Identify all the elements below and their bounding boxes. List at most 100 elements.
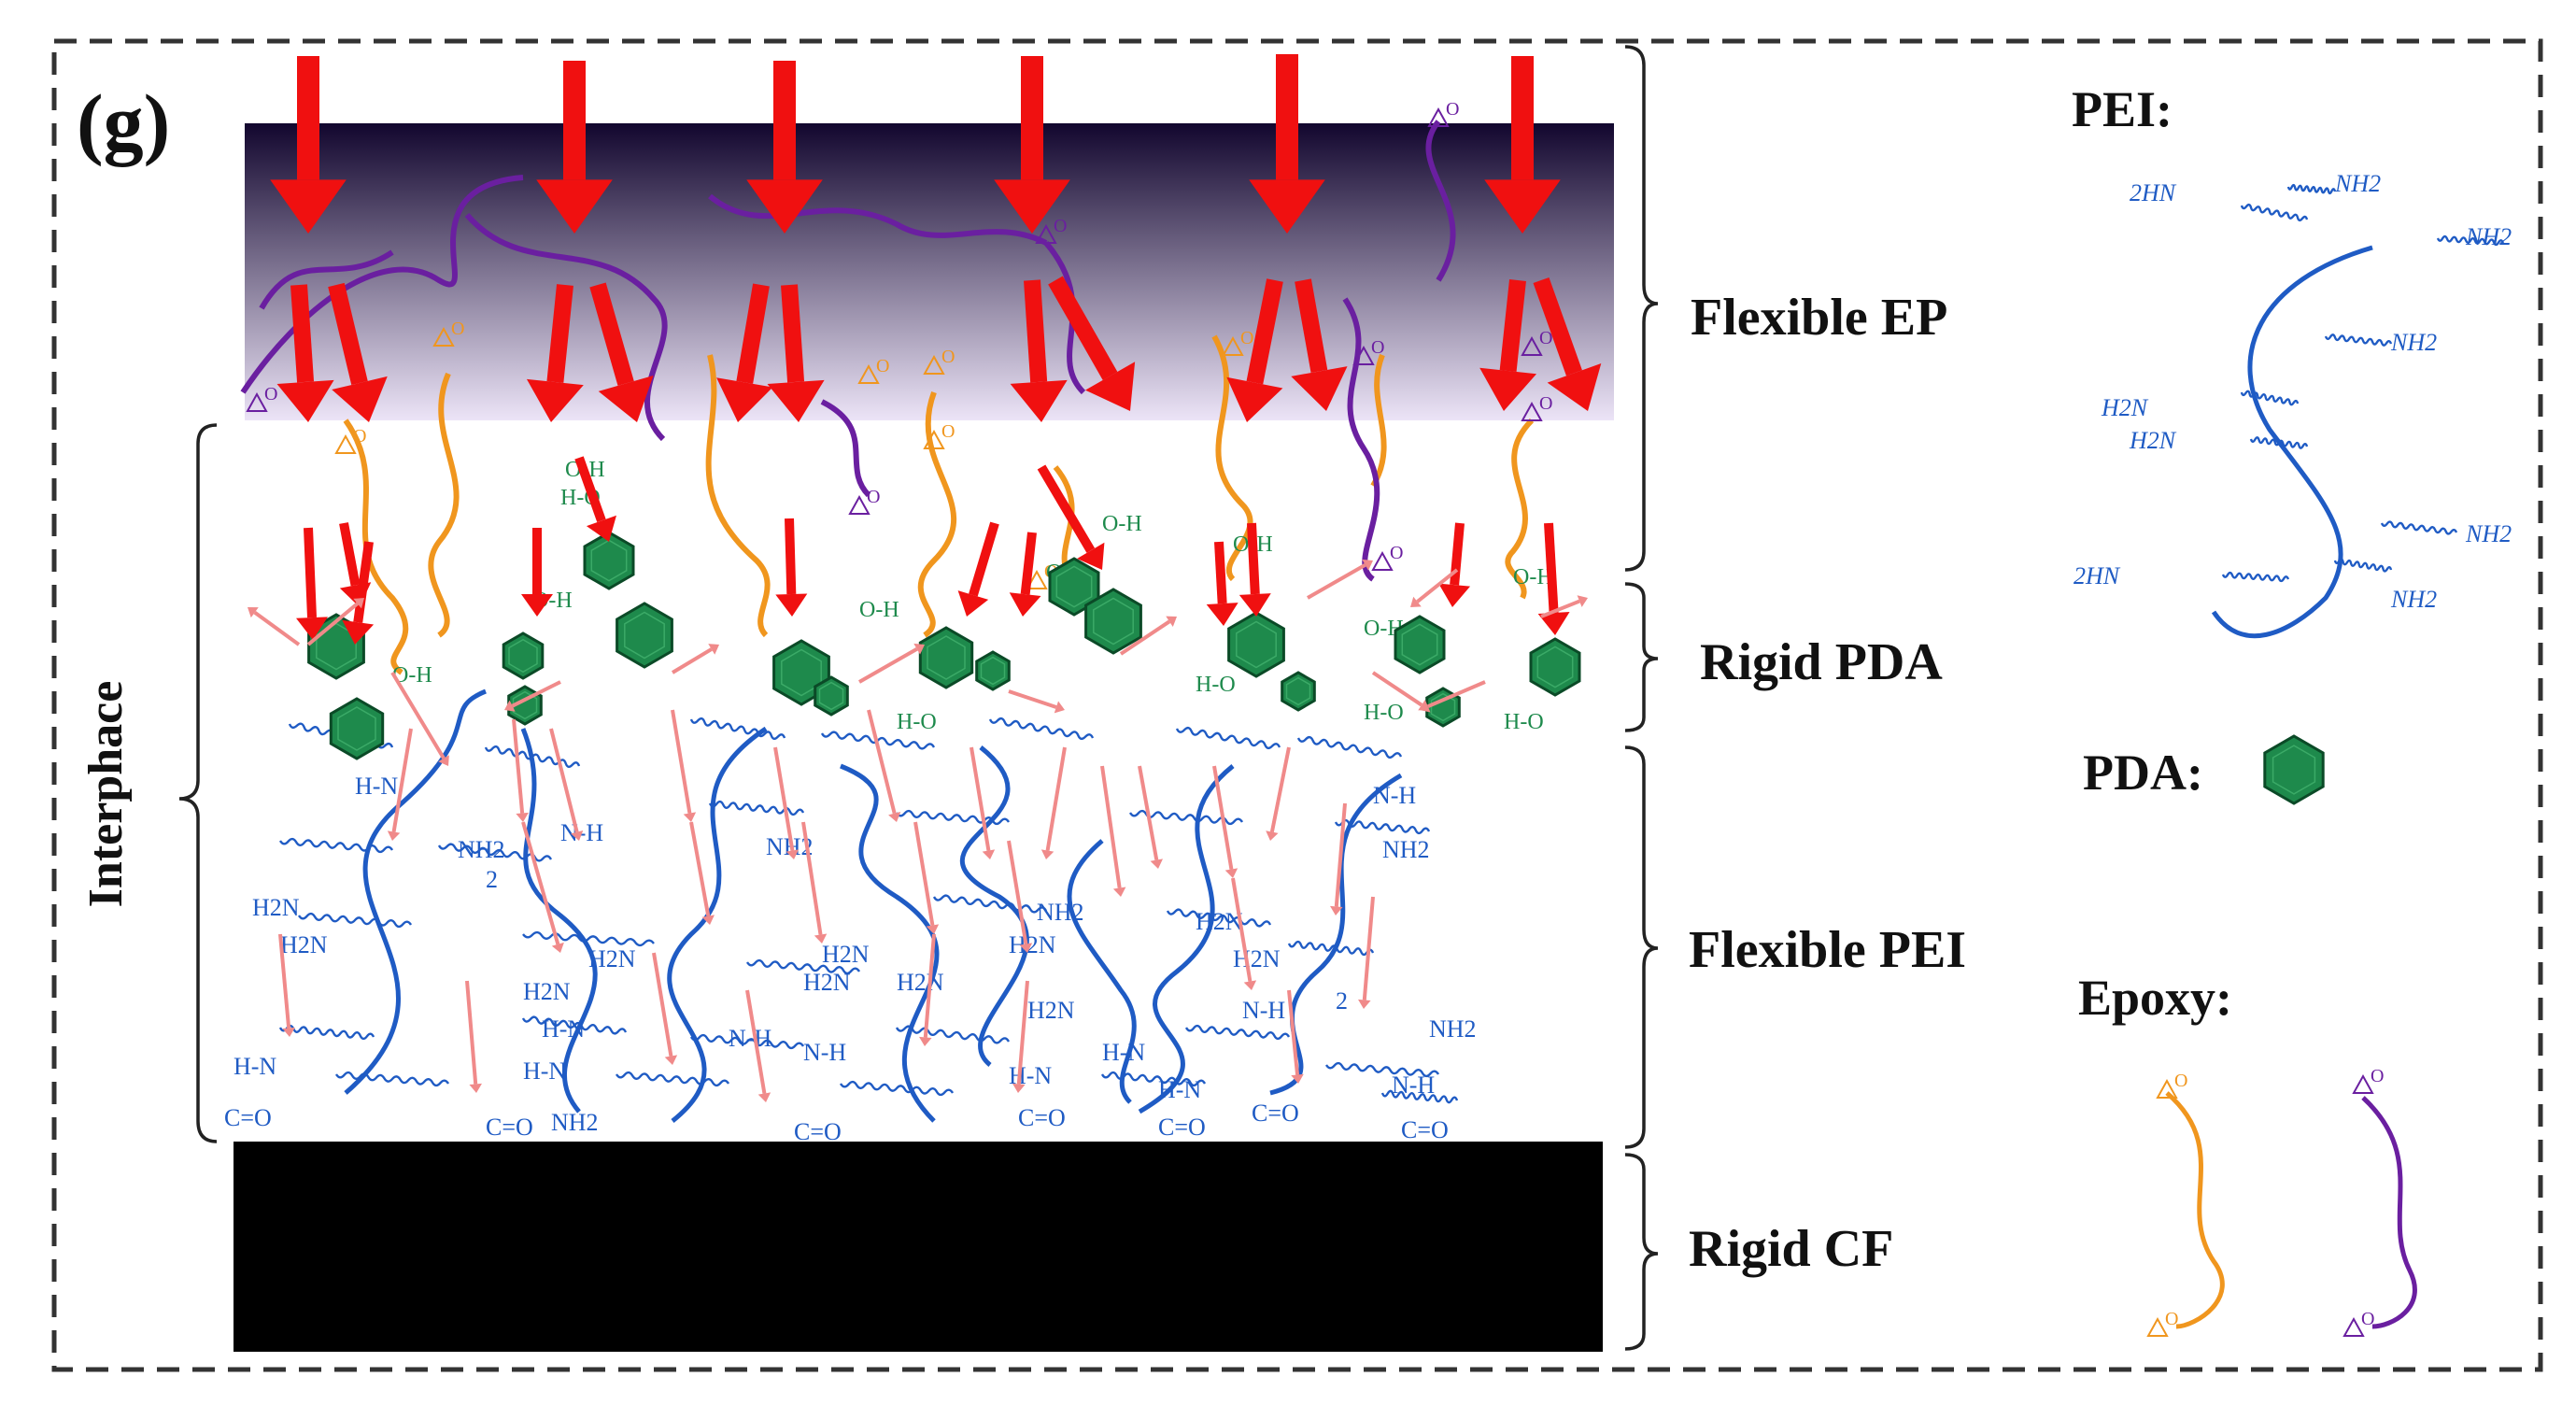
pda-hexagon-13-inner bbox=[1236, 620, 1277, 669]
force-arrow-light-16 bbox=[970, 746, 996, 859]
pda-hexagon-15 bbox=[1394, 615, 1446, 674]
pda-hexagon-17-inner bbox=[1536, 646, 1574, 688]
pei-side-chain-20 bbox=[278, 1024, 375, 1041]
chem-label-5: 2 bbox=[486, 866, 498, 893]
chem-label-23: NH2 bbox=[1429, 1015, 1477, 1043]
brace-interphase bbox=[178, 423, 218, 1143]
epoxide-ring-9: O bbox=[246, 384, 277, 412]
label-interphase: Interphace bbox=[79, 681, 133, 908]
epoxide-ring-12-o: O bbox=[1539, 393, 1552, 414]
epoxide-ring-8: O bbox=[1035, 216, 1067, 244]
pda-hexagon-13 bbox=[1227, 611, 1285, 678]
legend-pei-group-1: 2HN bbox=[2130, 179, 2177, 206]
force-arrow-light-8 bbox=[671, 709, 697, 822]
legend-pei-group-7: NH2 bbox=[2465, 520, 2512, 547]
chem-label-32: C=O bbox=[1401, 1116, 1449, 1143]
epoxy-orange-chain-8 bbox=[1370, 353, 1387, 488]
epoxide-ring-9-o: O bbox=[264, 384, 277, 404]
chem-label-38: H-N bbox=[355, 773, 398, 800]
chem-label-9: NH2 bbox=[1037, 899, 1084, 926]
pei-side-chain-3 bbox=[689, 717, 786, 740]
pei-side-chain-6 bbox=[1175, 726, 1281, 750]
pei-side-chain-7 bbox=[1296, 735, 1403, 759]
force-arrow-strong-28 bbox=[1206, 541, 1238, 626]
force-arrow-strong-16 bbox=[1291, 278, 1348, 411]
force-arrow-light-7 bbox=[549, 728, 584, 841]
force-arrow-strong-30 bbox=[1537, 522, 1570, 635]
force-arrow-strong-25 bbox=[1037, 464, 1105, 570]
chem-label-12: NH2 bbox=[1382, 836, 1430, 863]
legend-pei-group-4: NH2 bbox=[2390, 329, 2437, 356]
epoxy-purple-chain-6 bbox=[1342, 297, 1380, 582]
chem-label-16: H-N bbox=[542, 1015, 585, 1043]
pei-side-chain-27 bbox=[615, 1071, 730, 1087]
pei-side-chain-30 bbox=[1380, 1089, 1459, 1104]
legend-pei-side-5 bbox=[2240, 390, 2300, 406]
force-arrow-light-39 bbox=[1008, 689, 1065, 714]
epoxide-ring-15-o: O bbox=[1390, 543, 1403, 563]
force-arrow-strong-9 bbox=[526, 284, 584, 422]
brace-rigid-pda bbox=[1624, 582, 1659, 732]
legend-epoxide-purple-top-o: O bbox=[2371, 1066, 2384, 1086]
force-arrow-strong-24 bbox=[775, 518, 808, 617]
force-arrow-light-2 bbox=[306, 598, 364, 646]
epoxy-orange-chain-1 bbox=[343, 419, 409, 675]
panel-label: (g) bbox=[77, 78, 170, 167]
pda-hexagon-16-inner bbox=[1430, 692, 1456, 722]
force-arrow-light-13 bbox=[867, 709, 901, 822]
chem-label-13: H2N bbox=[1233, 945, 1281, 972]
force-arrow-strong-3 bbox=[746, 61, 823, 234]
pei-side-chain-23 bbox=[895, 1025, 1011, 1044]
pei-side-chain-10 bbox=[708, 800, 805, 816]
pda-hexagon-14-inner bbox=[1285, 676, 1311, 706]
epoxy-chain-group: OOOOOOOOOOOOOOO bbox=[240, 99, 1552, 675]
force-arrow-light-4 bbox=[387, 728, 413, 841]
force-arrow-strong-15 bbox=[1226, 278, 1283, 422]
pei-backbone-6 bbox=[1138, 764, 1235, 1114]
pei-side-chain-22 bbox=[689, 1033, 805, 1050]
force-arrow-light-28 bbox=[278, 933, 295, 1037]
force-arrow-strong-10 bbox=[589, 282, 654, 422]
pda-hexagon-17 bbox=[1529, 637, 1581, 697]
pei-side-chain-29 bbox=[1100, 1071, 1207, 1087]
force-arrow-light-34 bbox=[858, 643, 925, 684]
pda-hexagon-5 bbox=[616, 602, 673, 669]
chem-label-30: H-N bbox=[1158, 1076, 1201, 1103]
legend-epoxy-purple bbox=[2361, 1096, 2417, 1329]
force-arrow-light-20 bbox=[1138, 765, 1163, 869]
force-arrow-strong-7 bbox=[276, 284, 334, 422]
pda-hexagon-12 bbox=[1084, 588, 1142, 655]
pei-backbone-8 bbox=[1067, 839, 1137, 1104]
epoxide-ring-6: O bbox=[1352, 337, 1384, 365]
pei-side-chain-8 bbox=[278, 837, 394, 854]
legend-pda-title: PDA: bbox=[2083, 745, 2203, 801]
epoxide-ring-5-o: O bbox=[1240, 328, 1253, 348]
epoxide-ring-4: O bbox=[923, 347, 955, 375]
pda-hexagon-11-inner bbox=[1055, 565, 1093, 608]
pda-hexagon-4 bbox=[583, 531, 635, 590]
epoxy-orange-chain-3 bbox=[705, 354, 771, 638]
epoxide-ring-6-o: O bbox=[1371, 337, 1384, 358]
pda-hexagon-2 bbox=[329, 697, 385, 760]
pei-side-chain-15 bbox=[522, 930, 655, 947]
force-arrow-strong-19 bbox=[296, 527, 328, 640]
pda-hexagon-12-inner bbox=[1093, 597, 1134, 646]
legend-pei-group-6: H2N bbox=[2129, 427, 2177, 454]
epoxide-ring-5: O bbox=[1222, 328, 1253, 356]
force-arrow-light-30 bbox=[1287, 989, 1304, 1084]
epoxy-purple-chain-5 bbox=[1043, 241, 1086, 395]
epoxy-orange-chain-7 bbox=[1505, 418, 1535, 600]
force-arrow-strong-8 bbox=[328, 282, 388, 422]
force-arrow-light-17 bbox=[1007, 840, 1033, 953]
force-arrow-light-9 bbox=[689, 821, 715, 925]
force-arrow-strong-12 bbox=[767, 284, 825, 422]
hbond-label-10: O-H bbox=[1513, 565, 1553, 589]
legend-epoxide-orange-bottom-o: O bbox=[2165, 1309, 2178, 1329]
force-arrow-light-35 bbox=[671, 644, 719, 674]
pda-hexagon-3-inner bbox=[508, 638, 538, 674]
epoxide-ring-3-o: O bbox=[876, 356, 889, 376]
force-arrow-strong-29 bbox=[1238, 522, 1271, 617]
epoxide-ring-10-o: O bbox=[867, 487, 880, 507]
